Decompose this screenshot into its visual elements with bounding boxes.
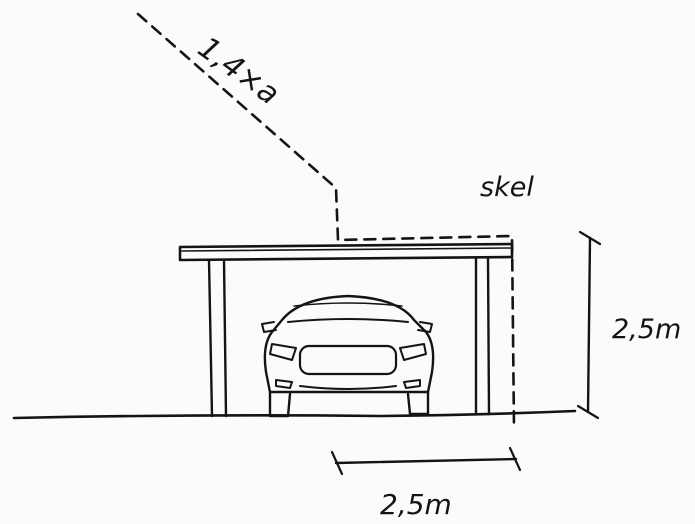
distance-label: 2,5m [380,488,452,521]
carport-post-right [474,256,491,416]
car-front-view [261,294,435,418]
setback-formula-label: 1,4×a [191,30,285,112]
setback-line [136,12,516,430]
boundary-label: skel [480,172,534,203]
height-dimension [576,230,602,420]
carport-roof [178,242,514,262]
distance-dimension [330,446,522,476]
ground-line [12,409,577,420]
carport-post-left [207,258,228,418]
height-label: 2,5m [612,314,681,345]
